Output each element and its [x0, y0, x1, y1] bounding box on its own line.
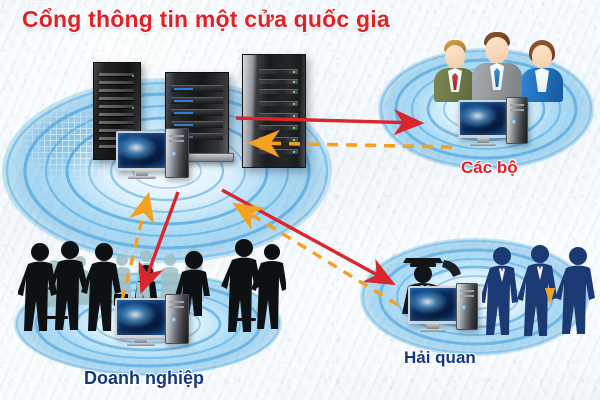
official-green-suit: [432, 40, 478, 102]
official-body: [434, 68, 476, 102]
haiquan-staff-silhouettes: [482, 245, 595, 336]
official-blue-suit: [519, 40, 565, 102]
hub-monitor-stand: [135, 171, 149, 176]
group-label-doanhnghiep: Doanh nghiệp: [84, 368, 204, 388]
arrow-cacbo-to-hub: [247, 129, 453, 158]
hub-monitor-foot: [128, 176, 156, 179]
hub-pc-tower: [165, 128, 189, 178]
official-shirt: [535, 68, 549, 92]
cacbo-monitor-foot: [470, 143, 496, 146]
haiquan-monitor-foot: [420, 329, 446, 332]
official-head: [532, 45, 552, 68]
doanhnghiep-monitor-screen: [115, 298, 167, 338]
official-body: [521, 68, 563, 102]
hub-desktop-monitor: [116, 131, 168, 179]
arrow-haiquan-to-hub: [232, 202, 399, 307]
doanhnghiep-pc-tower: [165, 294, 189, 344]
cacbo-pc-tower: [506, 97, 528, 144]
tower-server-center: [165, 72, 229, 156]
official-head: [445, 45, 465, 68]
official-gray-suit: [471, 32, 523, 103]
arrow-hub-to-haiquan: [221, 188, 396, 286]
haiquan-desktop-monitor: [408, 286, 458, 332]
hub-monitor-screen: [116, 131, 168, 171]
haiquan-pc-tower: [456, 283, 478, 330]
cacbo-monitor-screen: [458, 100, 508, 138]
page-title: Cổng thông tin một cửa quốc gia: [22, 6, 390, 32]
group-label-cacbo: Các bộ: [461, 158, 518, 177]
doanhnghiep-desktop-monitor: [115, 298, 167, 346]
arrow-hub-to-cacbo: [235, 109, 425, 136]
haiquan-monitor-screen: [408, 286, 458, 324]
doanhnghiep-monitor-foot: [127, 343, 155, 346]
arrow-hub-to-doanhnghiep: [138, 191, 180, 295]
official-tie: [452, 73, 458, 90]
cacbo-desktop-monitor: [458, 100, 508, 146]
official-head: [485, 37, 509, 63]
group-label-haiquan: Hải quan: [404, 348, 476, 367]
